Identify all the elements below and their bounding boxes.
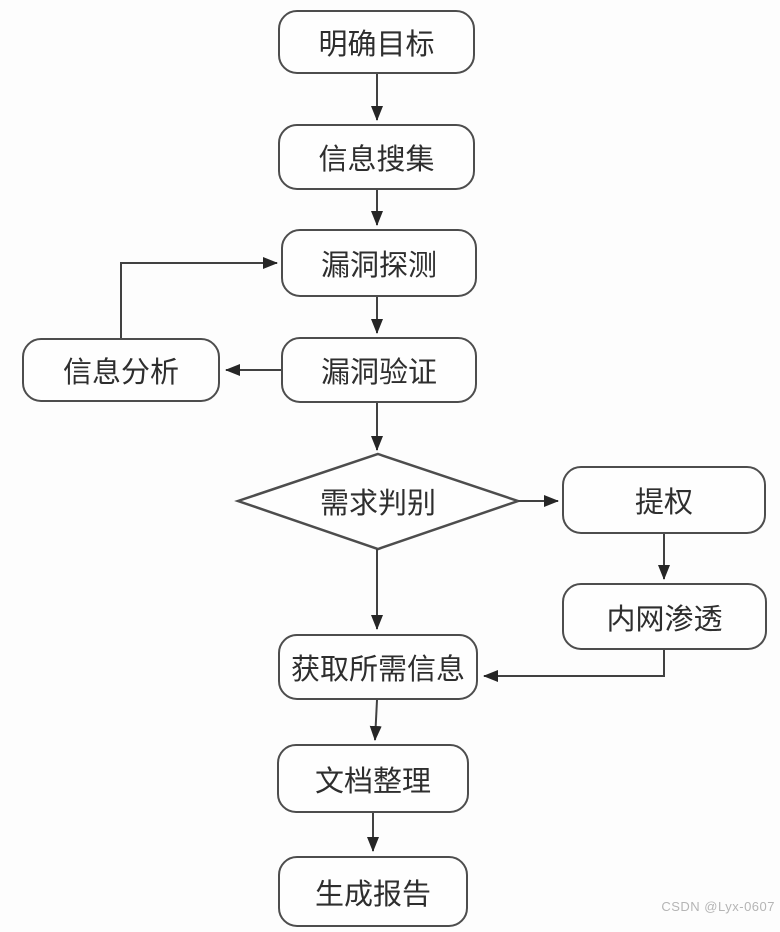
edge-intranet-penetration-to-obtain-required-info (483, 650, 665, 682)
node-privilege-escalation: 提权 (562, 466, 766, 534)
csdn-watermark: CSDN @Lyx-0607 (661, 899, 775, 914)
edge-obtain-required-info-to-document-organizing (369, 699, 382, 741)
node-info-analysis: 信息分析 (22, 338, 220, 402)
node-vuln-detection: 漏洞探测 (281, 229, 477, 297)
node-vuln-verification: 漏洞验证 (281, 337, 477, 403)
node-demand-decision-label: 需求判别 (319, 488, 436, 520)
edge-info-analysis-to-vuln-detection (120, 257, 278, 338)
node-document-organizing: 文档整理 (277, 744, 469, 813)
node-generate-report: 生成报告 (278, 856, 468, 927)
node-info-gathering: 信息搜集 (278, 124, 475, 190)
node-obtain-required-info: 获取所需信息 (278, 634, 478, 700)
node-intranet-penetration: 内网渗透 (562, 583, 767, 650)
node-clarify-goal: 明确目标 (278, 10, 475, 74)
